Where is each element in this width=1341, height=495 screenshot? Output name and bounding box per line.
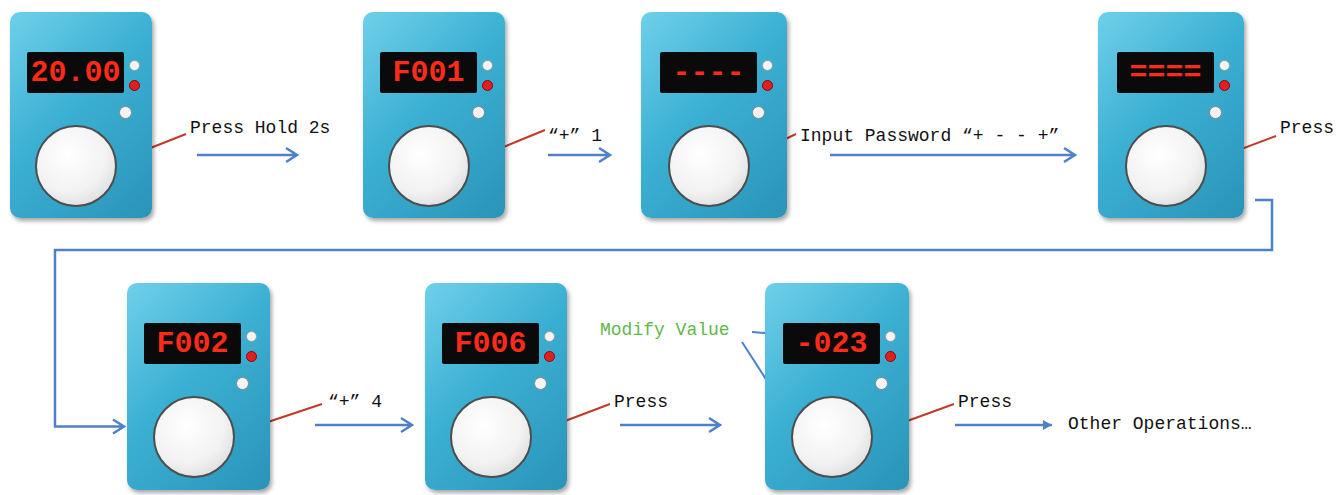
display-value: 20.00 (27, 56, 124, 90)
status-led (129, 80, 140, 91)
flow-arrow (315, 418, 412, 432)
status-led (246, 351, 257, 362)
led-display: F002 (144, 323, 241, 364)
status-led (544, 331, 555, 342)
push-button (388, 125, 470, 207)
led-display: ==== (1117, 52, 1214, 93)
led-display: ---- (660, 52, 757, 93)
edge-label: Press Hold 2s (190, 118, 330, 138)
display-value: ---- (660, 56, 757, 90)
indicator-dot (236, 377, 249, 390)
status-led (482, 80, 493, 91)
led-display: 20.00 (27, 52, 124, 93)
indicator-dot (875, 377, 888, 390)
led-display: F006 (442, 323, 539, 364)
annotation-text: Modify Value (600, 320, 730, 340)
display-value: F002 (144, 327, 241, 361)
controller-device: -023 (765, 283, 909, 490)
controller-device: ---- (641, 12, 787, 218)
indicator-dot (119, 106, 132, 119)
display-value: -023 (783, 327, 880, 361)
push-button (450, 396, 532, 478)
flow-arrow (197, 148, 297, 162)
display-value: F001 (380, 56, 477, 90)
status-led (246, 331, 257, 342)
controller-device: F006 (425, 283, 567, 490)
display-value: F006 (442, 327, 539, 361)
push-button (35, 125, 117, 207)
push-button (153, 396, 235, 478)
flow-arrow (620, 418, 720, 432)
controller-device: 20.00 (10, 12, 152, 218)
status-led (544, 351, 555, 362)
status-led (762, 60, 773, 71)
status-led (885, 331, 896, 342)
status-led (885, 351, 896, 362)
flow-arrow (830, 148, 1075, 162)
action-label: Press (958, 392, 1012, 412)
status-led (1219, 80, 1230, 91)
flow-note: Other Operations… (1068, 414, 1252, 434)
controller-device: F001 (363, 12, 505, 218)
push-button (791, 396, 873, 478)
edge-label: Press (1280, 118, 1334, 138)
edge-label: Press (614, 392, 668, 412)
status-led (762, 80, 773, 91)
edge-label: “+” 4 (328, 392, 382, 412)
edge-label: “+” 1 (548, 126, 602, 146)
controller-device: ==== (1098, 12, 1244, 218)
indicator-dot (472, 106, 485, 119)
status-led (129, 60, 140, 71)
controller-device: F002 (127, 283, 270, 490)
push-button (668, 125, 750, 207)
display-value: ==== (1117, 56, 1214, 90)
status-led (1219, 60, 1230, 71)
flow-arrow (955, 424, 1052, 427)
indicator-dot (752, 106, 765, 119)
push-button (1125, 125, 1207, 207)
led-display: F001 (380, 52, 477, 93)
indicator-dot (534, 377, 547, 390)
led-display: -023 (783, 323, 880, 364)
edge-label: Input Password “+ - - +” (800, 126, 1059, 146)
indicator-dot (1209, 106, 1222, 119)
status-led (482, 60, 493, 71)
flow-arrow (548, 148, 610, 162)
